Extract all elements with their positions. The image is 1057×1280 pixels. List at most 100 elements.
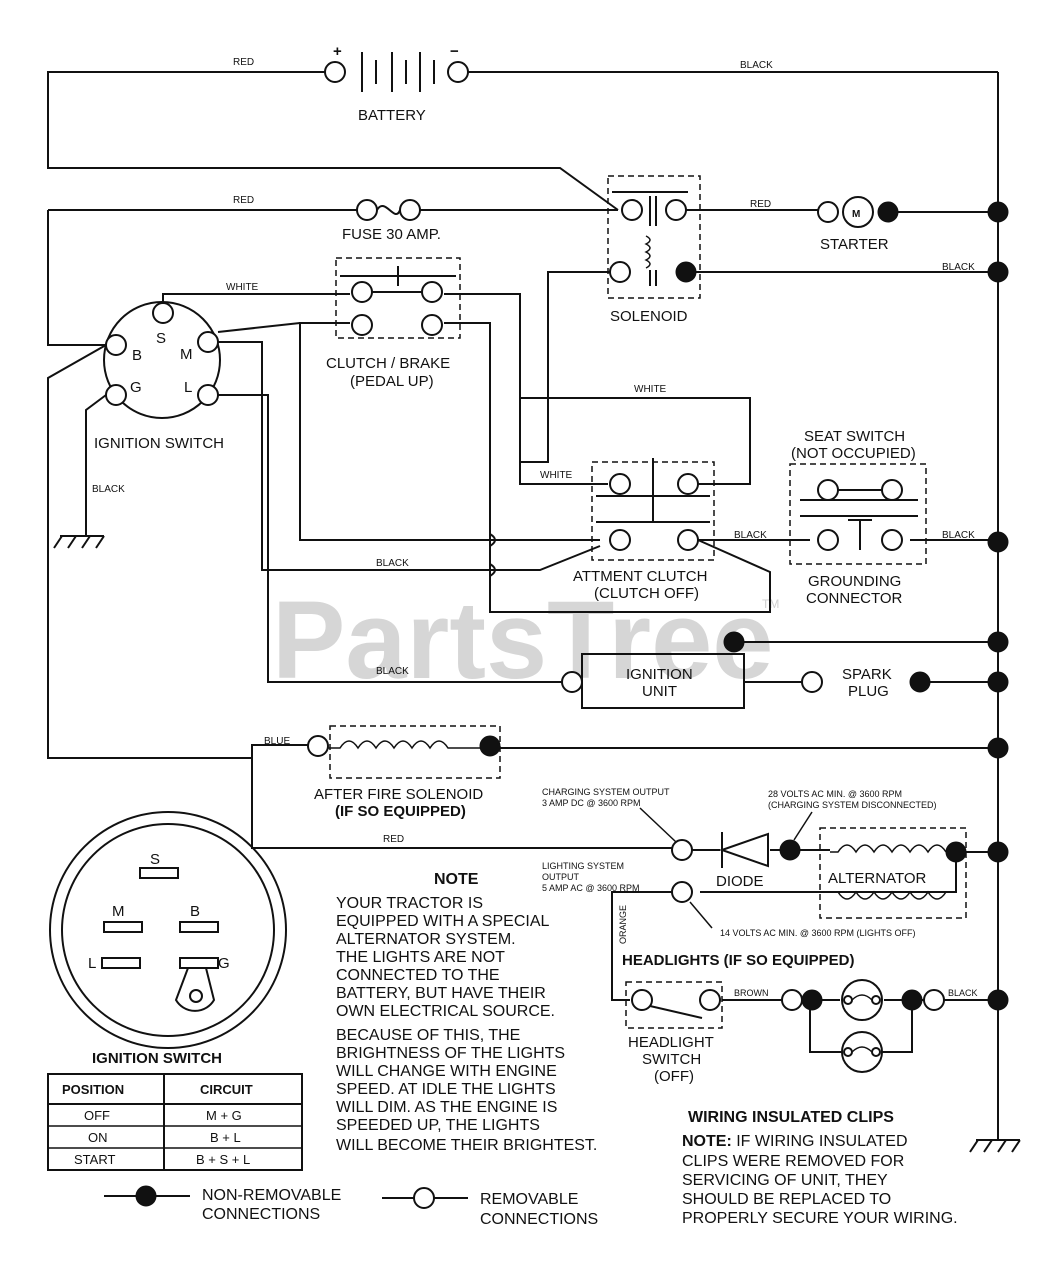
note-title: NOTE (434, 871, 479, 888)
legend-non-removable-sub: CONNECTIONS (202, 1206, 320, 1223)
wire-label-black-seat: BLACK (942, 530, 975, 541)
fuse: FUSE 30 AMP. (342, 199, 441, 243)
ignition-term-g: G (130, 379, 142, 396)
lighting-output-amp: 5 AMP AC @ 3600 RPM (542, 883, 640, 893)
headlight-lamps (781, 979, 945, 1073)
ground-symbol-left (53, 535, 105, 549)
ignition-unit-sub: UNIT (642, 683, 677, 700)
volts28-label: 28 VOLTS AC MIN. @ 3600 RPM (768, 789, 902, 799)
note-line: YOUR TRACTOR IS (336, 895, 483, 912)
headlights-label: HEADLIGHTS (IF SO EQUIPPED) (622, 952, 855, 969)
fuse-label: FUSE 30 AMP. (342, 226, 441, 243)
battery-plus: + (333, 43, 342, 60)
after-fire-sub: (IF SO EQUIPPED) (335, 803, 466, 820)
note-line: BECAUSE OF THIS, THE (336, 1027, 520, 1044)
seat-switch-sub: (NOT OCCUPIED) (791, 445, 916, 462)
ground-bar-node (723, 631, 745, 653)
note-line: BRIGHTNESS OF THE LIGHTS (336, 1045, 565, 1062)
table-header-circuit: CIRCUIT (200, 1082, 253, 1097)
volts28-sub: (CHARGING SYSTEM DISCONNECTED) (768, 800, 937, 810)
clips-line: CLIPS WERE REMOVED FOR (682, 1153, 904, 1170)
attment-clutch: ATTMENT CLUTCH (CLUTCH OFF) (573, 458, 715, 602)
clips-title: WIRING INSULATED CLIPS (688, 1109, 894, 1126)
wires (47, 71, 999, 1140)
legend-removable-sub: CONNECTIONS (480, 1211, 598, 1228)
ignition-term-s: S (156, 330, 166, 347)
wire-label-black-ignition: BLACK (376, 666, 409, 677)
ignition-switch-label: IGNITION SWITCH (94, 435, 224, 452)
legend-non-removable-label: NON-REMOVABLE (202, 1187, 341, 1204)
note-line: CONNECTED TO THE (336, 967, 500, 984)
table-row-on-position: ON (88, 1130, 108, 1145)
diode-label: DIODE (716, 873, 764, 890)
note-line: WILL BECOME THEIR BRIGHTEST. (336, 1137, 597, 1154)
diode: DIODE (716, 832, 801, 890)
starter-label: STARTER (820, 236, 889, 253)
lighting-output-sub: OUTPUT (542, 872, 580, 882)
table-row-start-position: START (74, 1152, 115, 1167)
wire-label-black-clutch: BLACK (376, 558, 409, 569)
clips-line: SHOULD BE REPLACED TO (682, 1191, 891, 1208)
detail-term-g: G (218, 955, 230, 972)
note-body: YOUR TRACTOR IS EQUIPPED WITH A SPECIAL … (336, 895, 597, 1154)
note-line: BATTERY, BUT HAVE THEIR (336, 985, 546, 1002)
ground-bus-nodes (987, 201, 1009, 1011)
table-row-on-circuit: B + L (210, 1130, 241, 1145)
volts14-pointer (689, 901, 713, 929)
clips-line: SERVICING OF UNIT, THEY (682, 1172, 888, 1189)
battery-minus: − (450, 43, 459, 60)
clips-line: IF WIRING INSULATED (732, 1133, 908, 1150)
detail-term-b: B (190, 903, 200, 920)
ignition-term-b: B (132, 347, 142, 364)
battery: + − BATTERY (324, 43, 469, 124)
seat-switch-label: SEAT SWITCH (804, 428, 905, 445)
legend: NON-REMOVABLE CONNECTIONS REMOVABLE CONN… (104, 1185, 598, 1228)
after-fire-label: AFTER FIRE SOLENOID (314, 786, 483, 803)
wire-label-white-top: WHITE (226, 282, 259, 293)
legend-non-removable-symbol (135, 1185, 157, 1207)
detail-term-m: M (112, 903, 125, 920)
charging-output-label: CHARGING SYSTEM OUTPUT (542, 787, 670, 797)
wire-label-black-ground: BLACK (92, 484, 125, 495)
note-line: ALTERNATOR SYSTEM. (336, 931, 516, 948)
clutch-brake-switch: CLUTCH / BRAKE (PEDAL UP) (326, 257, 461, 390)
alternator: ALTERNATOR (819, 827, 967, 919)
svg-text:NOTE: IF WIRING INSULATED: NOTE: IF WIRING INSULATED (682, 1133, 908, 1150)
wire-label-black-solenoid: BLACK (942, 262, 975, 273)
detail-term-s: S (150, 851, 160, 868)
note-line: WILL CHANGE WITH ENGINE (336, 1063, 557, 1080)
charging-output-sub: 3 AMP DC @ 3600 RPM (542, 798, 641, 808)
starter-m: M (852, 209, 860, 220)
solenoid: SOLENOID (607, 175, 701, 325)
table-row-start-circuit: B + S + L (196, 1152, 250, 1167)
headlight-switch: HEADLIGHT SWITCH (OFF) (625, 981, 723, 1085)
spark-plug: SPARK PLUG (801, 666, 931, 700)
ignition-switch: B S M G L IGNITION SWITCH (94, 301, 224, 452)
ignition-term-l: L (184, 379, 192, 396)
attment-clutch-label: ATTMENT CLUTCH (573, 568, 707, 585)
battery-label: BATTERY (358, 107, 426, 124)
lighting-output-label: LIGHTING SYSTEM (542, 861, 624, 871)
wire-label-black-headlight: BLACK (948, 988, 978, 998)
clips-body: NOTE: IF WIRING INSULATED CLIPS WERE REM… (682, 1133, 958, 1227)
wire-label-black-battery: BLACK (740, 60, 773, 71)
charging-pointer (639, 807, 677, 843)
lighting-output-node (671, 881, 693, 903)
ground-symbol-right (969, 1139, 1021, 1153)
ignition-term-m: M (180, 346, 193, 363)
wire-label-white-attment: WHITE (540, 470, 573, 481)
wire-label-red-fuse: RED (233, 195, 254, 206)
charging-output-node (671, 839, 693, 861)
clutch-brake-sub: (PEDAL UP) (350, 373, 434, 390)
wire-label-red-starter: RED (750, 199, 771, 210)
spark-plug-sub: PLUG (848, 683, 889, 700)
after-fire-solenoid: AFTER FIRE SOLENOID (IF SO EQUIPPED) (307, 725, 501, 820)
note-line: EQUIPPED WITH A SPECIAL (336, 913, 549, 930)
wire-label-black-attment: BLACK (734, 530, 767, 541)
table-row-off-position: OFF (84, 1108, 110, 1123)
grounding-label: GROUNDING (808, 573, 901, 590)
solenoid-label: SOLENOID (610, 308, 688, 325)
legend-removable-symbol (413, 1187, 435, 1209)
note-line: SPEED. AT IDLE THE LIGHTS (336, 1081, 556, 1098)
